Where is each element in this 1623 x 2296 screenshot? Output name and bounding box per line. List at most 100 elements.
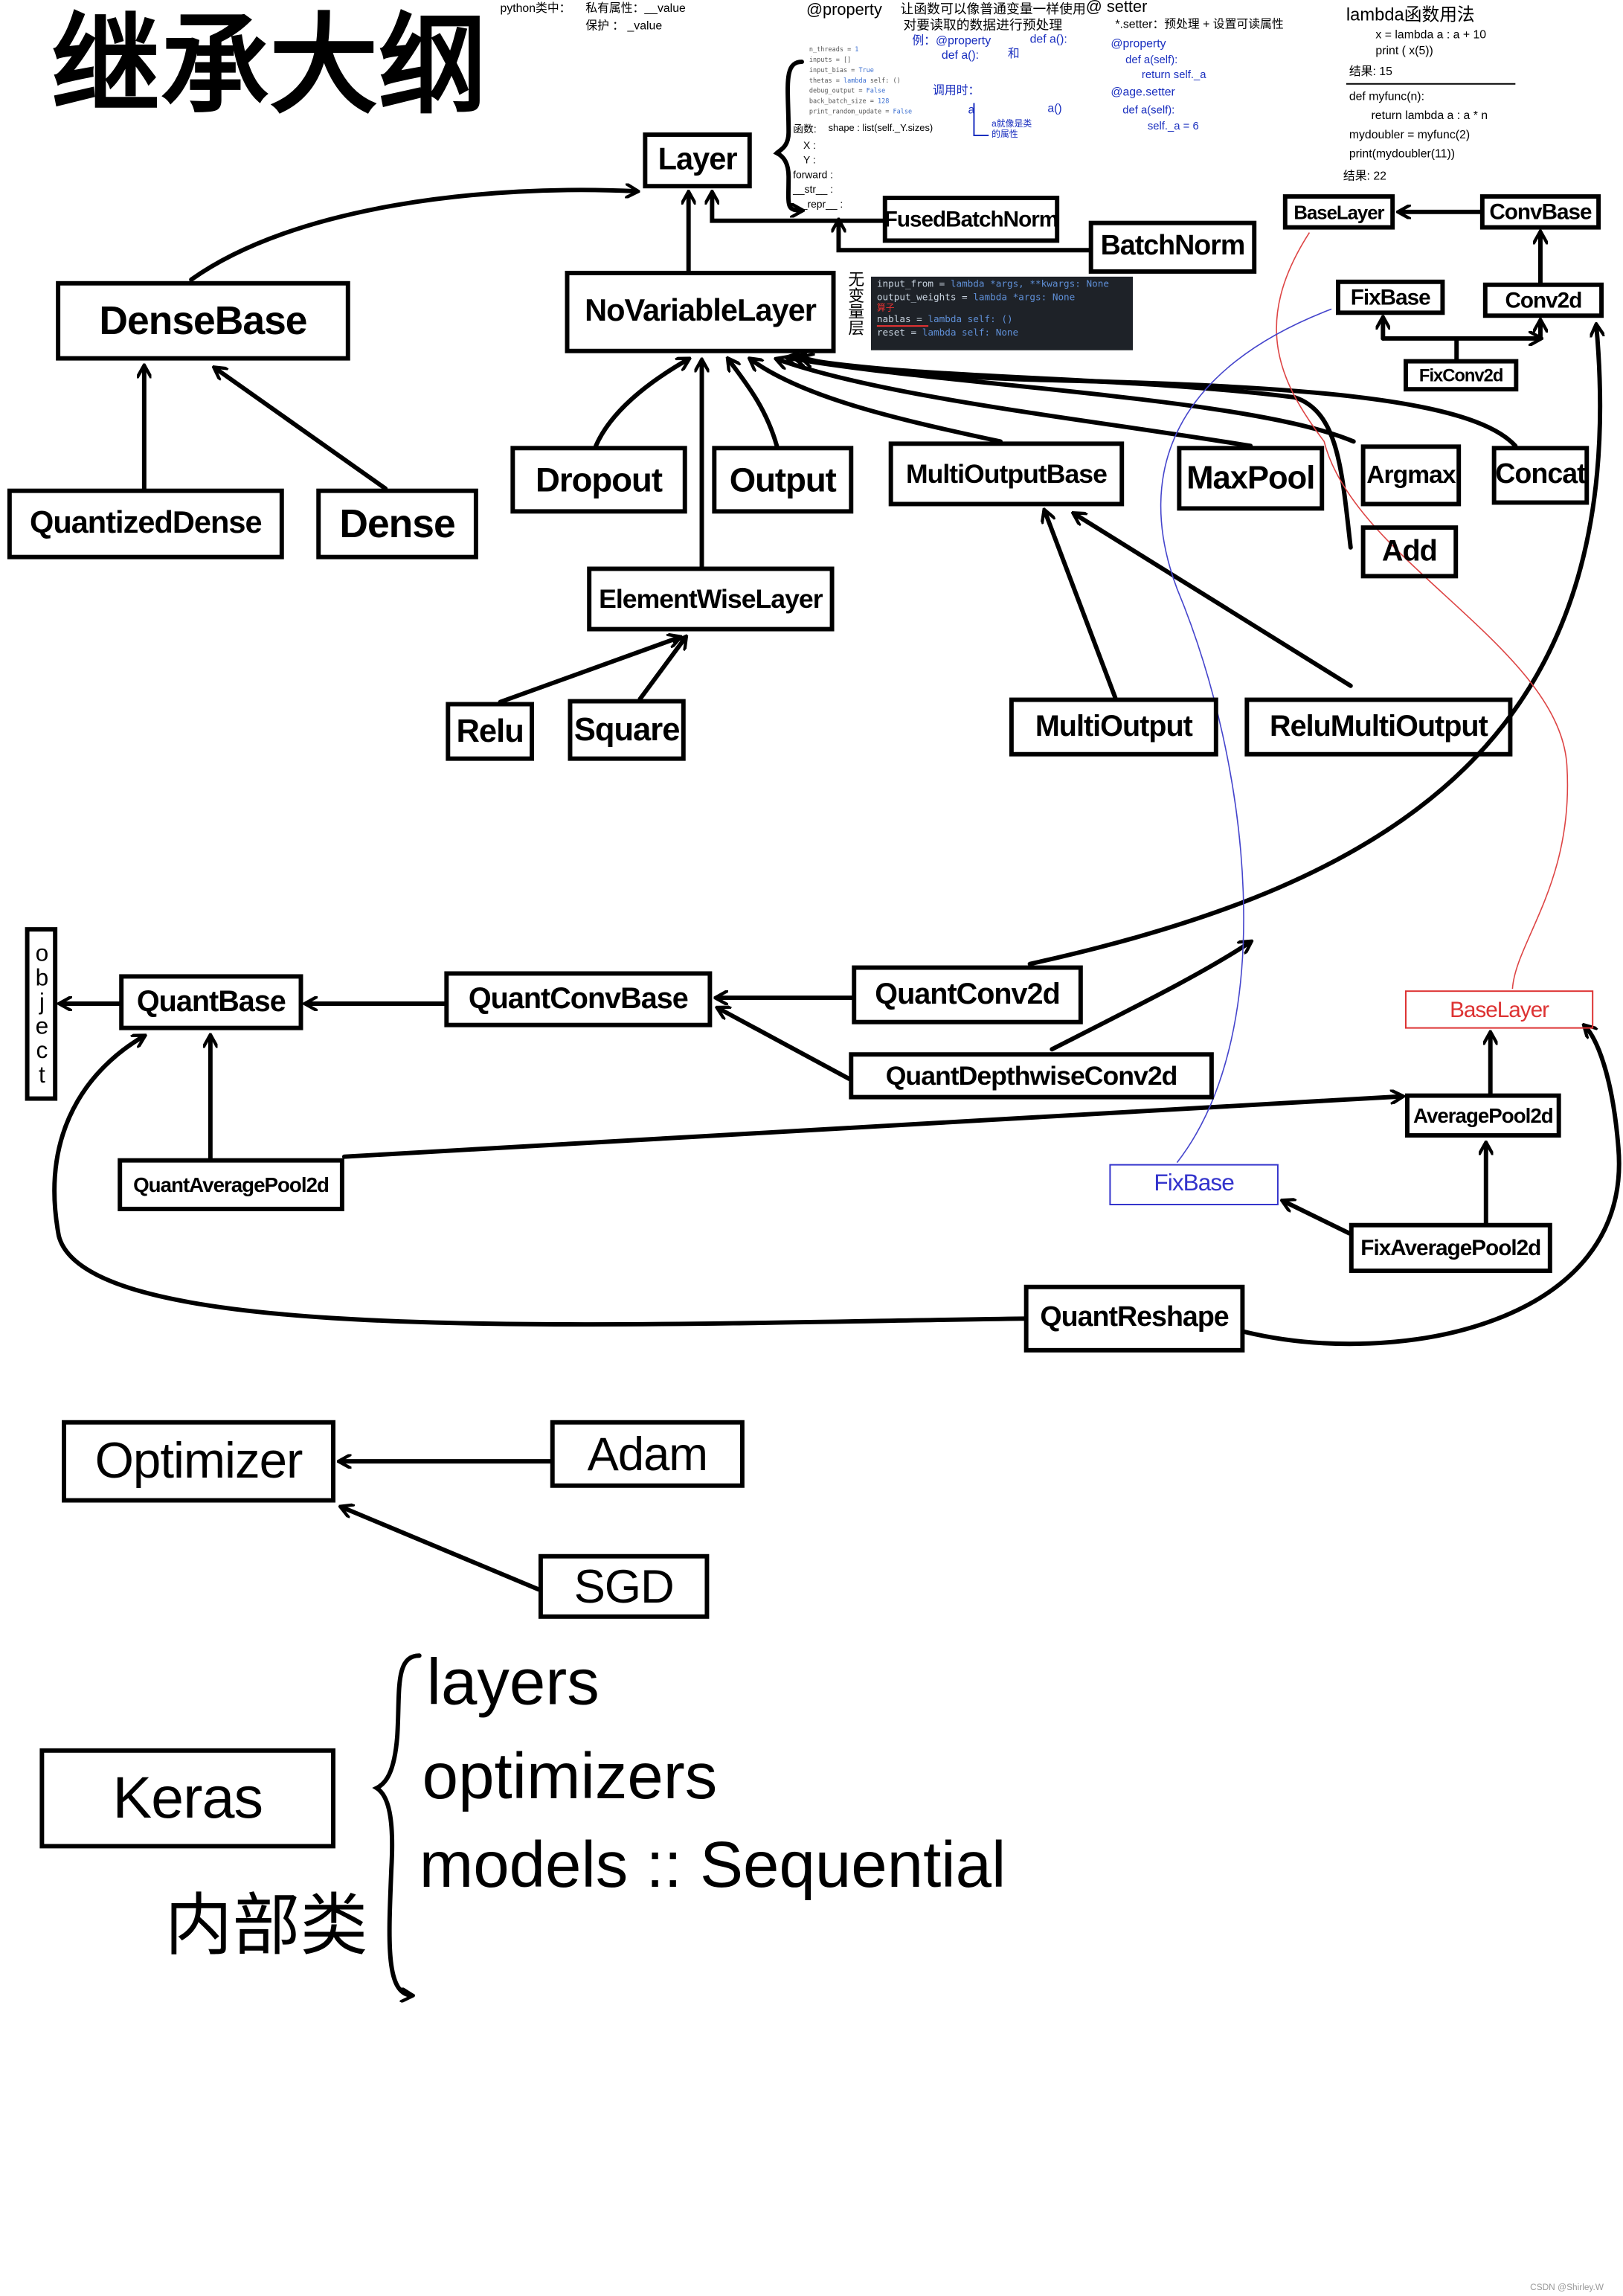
arrow-multioutputbase-novariable — [751, 359, 1003, 444]
property-call-label: 调用时： — [933, 83, 980, 97]
lambda-heading: lambda函数用法 — [1346, 4, 1475, 25]
class-dropout[interactable]: Dropout — [510, 446, 687, 514]
code-line: nablas = lambda self: () — [876, 313, 1013, 327]
code-line: inputs = [] — [809, 57, 852, 65]
class-quant-average-pool2d[interactable]: QuantAveragePool2d — [118, 1158, 344, 1211]
code-line: input_from = lambda *args, **kwargs: Non… — [876, 278, 1109, 290]
class-batch-norm[interactable]: BatchNorm — [1088, 220, 1257, 274]
class-multi-output-base[interactable]: MultiOutputBase — [888, 441, 1125, 507]
arrow-fixavgpool-fixbase — [1283, 1201, 1352, 1236]
class-argmax[interactable]: Argmax — [1360, 444, 1462, 507]
arrow-sgd-optimizer — [341, 1507, 541, 1592]
layer-attrs-brace — [773, 60, 802, 211]
property-example-def: def a(): — [941, 48, 980, 62]
property-line1: 让函数可以像普通变量一样使用 — [900, 1, 1086, 16]
arrow-concat-novariable — [802, 358, 1518, 449]
setter-line1: *.setter：预处理 + 设置可读属性 — [1115, 17, 1284, 31]
class-quant-conv2d[interactable]: QuantConv2d — [852, 965, 1083, 1024]
code-line: print_random_update = False — [809, 109, 913, 117]
class-fix-base-ref[interactable]: FixBase — [1109, 1164, 1279, 1205]
keras-box[interactable]: Keras — [39, 1748, 335, 1849]
arrow-quantconv2d-conv2d — [1027, 325, 1601, 966]
class-adam[interactable]: Adam — [550, 1420, 745, 1488]
page-title: 继承大纲 — [51, 4, 487, 127]
class-quant-reshape[interactable]: QuantReshape — [1023, 1284, 1245, 1353]
class-optimizer[interactable]: Optimizer — [62, 1420, 335, 1503]
class-layer[interactable]: Layer — [643, 132, 752, 189]
watermark: CSDN @Shirley.W — [1530, 2283, 1604, 2293]
class-dense[interactable]: Dense — [316, 488, 478, 559]
class-quant-conv-base[interactable]: QuantConvBase — [444, 971, 713, 1027]
class-dense-base[interactable]: DenseBase — [56, 280, 350, 361]
lambda-line1: x = lambda a : a + 10 — [1375, 28, 1487, 42]
line-quantdepthwise-conv2d — [1050, 942, 1250, 1052]
setter-heading: @ setter — [1085, 0, 1148, 16]
class-element-wise-layer[interactable]: ElementWiseLayer — [587, 566, 835, 632]
arrow-dropout-novariable — [594, 359, 689, 449]
class-output[interactable]: Output — [712, 446, 854, 514]
forward-note: forward : — [793, 170, 834, 182]
arrow-relumultioutput-multioutputbase — [1074, 513, 1353, 688]
class-object[interactable]: object — [25, 927, 58, 1101]
setter-code-4: @age.setter — [1111, 85, 1175, 99]
class-fix-average-pool2d[interactable]: FixAveragePool2d — [1349, 1222, 1552, 1273]
repr-note: __repr__ : — [796, 200, 843, 211]
keras-item-models: models :: Sequential — [419, 1829, 1006, 1902]
arrow-multioutput-multioutputbase — [1044, 510, 1118, 700]
class-relu[interactable]: Relu — [446, 702, 535, 761]
setter-code-1: @property — [1111, 36, 1166, 51]
novariable-label: 无变量层 — [846, 270, 864, 336]
arrow-relu-elementwise — [498, 637, 680, 705]
property-example-def2: def a(): — [1029, 32, 1067, 46]
keras-item-optimizers: optimizers — [422, 1740, 718, 1813]
class-fix-base[interactable]: FixBase — [1336, 279, 1445, 315]
class-add[interactable]: Add — [1360, 525, 1459, 579]
arrow-quantdepthwise-quantconvbase — [718, 1008, 852, 1081]
x-note: X : — [803, 141, 816, 152]
lambda-line3: def myfunc(n): — [1349, 89, 1424, 103]
arrow-maxpool-novariable — [777, 359, 1253, 449]
setter-code-5: def a(self): — [1122, 103, 1175, 117]
code-line: output_weights = lambda *args: None — [876, 290, 1076, 303]
lambda-line6: print(mydoubler(11)) — [1349, 147, 1455, 161]
class-fix-conv2d[interactable]: FixConv2d — [1404, 359, 1519, 392]
property-line2: 对要读取的数据进行预处理 — [903, 17, 1063, 33]
property-heading: @property — [806, 1, 882, 19]
class-conv2d[interactable]: Conv2d — [1482, 282, 1604, 318]
code-line: debug_output = False — [809, 88, 886, 96]
class-conv-base[interactable]: ConvBase — [1479, 194, 1601, 230]
class-sgd[interactable]: SGD — [538, 1553, 710, 1619]
call-arrow — [973, 103, 989, 136]
class-base-layer-ref[interactable]: BaseLayer — [1404, 990, 1594, 1029]
arrow-fusedbn-layer — [712, 193, 885, 223]
class-quant-depthwise-conv2d[interactable]: QuantDepthwiseConv2d — [849, 1052, 1214, 1100]
python-note-private: 私有属性：__value — [585, 1, 686, 15]
str-note: __str__ : — [793, 185, 834, 196]
class-multi-output[interactable]: MultiOutput — [1009, 697, 1218, 757]
functions-label: 函数: — [793, 125, 817, 135]
arrow-square-elementwise — [637, 637, 685, 702]
property-call-a2: a() — [1047, 101, 1062, 115]
class-fused-batch-norm[interactable]: FusedBatchNorm — [882, 196, 1060, 243]
class-concat[interactable]: Concat — [1491, 446, 1590, 505]
class-square[interactable]: Square — [568, 699, 686, 761]
class-quant-base[interactable]: QuantBase — [119, 974, 303, 1030]
class-base-layer[interactable]: BaseLayer — [1282, 194, 1395, 230]
lambda-line4: return lambda a : a * n — [1371, 109, 1488, 123]
arrow-densebase-layer — [189, 190, 637, 282]
reference-line-blue — [1160, 308, 1332, 1164]
lambda-result2: 结果: 22 — [1343, 169, 1386, 183]
class-quantized-dense[interactable]: QuantizedDense — [7, 488, 284, 559]
class-relu-multi-output[interactable]: ReluMultiOutput — [1244, 697, 1513, 757]
operator-label: 算子 — [876, 303, 895, 314]
arrow-quantreshape-baselayer — [1242, 1026, 1622, 1347]
arrow-batchnorm-layer — [838, 221, 1091, 253]
code-line: n_threads = 1 — [809, 47, 859, 55]
keras-item-layers: layers — [426, 1646, 600, 1719]
class-max-pool[interactable]: MaxPool — [1177, 446, 1325, 511]
class-no-variable-layer[interactable]: NoVariableLayer — [565, 270, 836, 353]
class-average-pool2d[interactable]: AveragePool2d — [1404, 1093, 1561, 1138]
property-call-note: a就像是类的属性 — [992, 121, 1032, 140]
